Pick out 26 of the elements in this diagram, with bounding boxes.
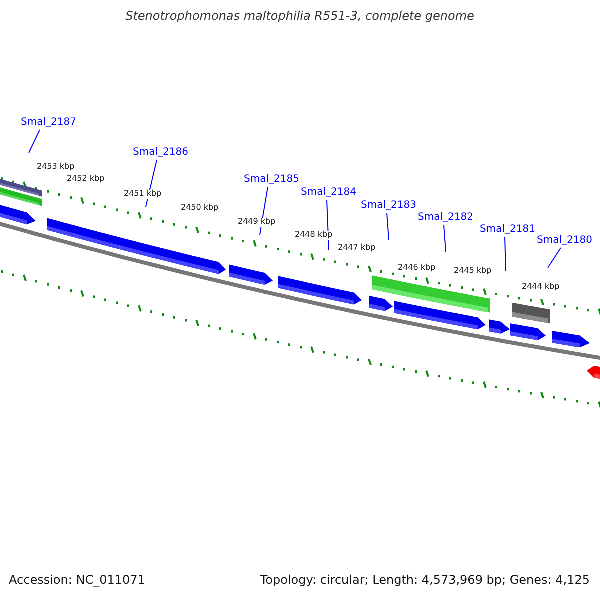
scale-label: 2450 kbp xyxy=(181,204,219,213)
scale-label: 2444 kbp xyxy=(522,283,560,292)
gene-label: Smal_2181 xyxy=(480,224,536,235)
genome-info-text: Topology: circular; Length: 4,573,969 bp; Genes: 4,125 xyxy=(260,574,590,588)
leader-line xyxy=(504,236,506,272)
gene-label: Smal_2180 xyxy=(537,235,592,246)
scale-label: 2449 kbp xyxy=(238,218,276,227)
gene-label: Smal_2184 xyxy=(301,187,356,198)
gene-label: Smal_2182 xyxy=(418,212,474,223)
gene-label: Smal_2183 xyxy=(361,200,416,211)
scale-label: 2453 kbp xyxy=(37,163,75,172)
scale-label: 2451 kbp xyxy=(124,190,162,199)
scale-label: 2447 kbp xyxy=(338,244,376,253)
leader-line xyxy=(444,224,446,252)
leader-line xyxy=(548,248,562,268)
scale-label: 2445 kbp xyxy=(454,267,492,276)
leader-line xyxy=(386,212,390,240)
gene-label: Smal_2186 xyxy=(133,147,188,158)
scale-label: 2448 kbp xyxy=(295,231,333,240)
diagram-title: Stenotrophomonas maltophilia R551-3, complete genome xyxy=(124,10,476,24)
accession-text: Accession: NC_011071 xyxy=(9,574,146,588)
gene-label: Smal_2187 xyxy=(21,117,76,128)
leader-line xyxy=(28,130,40,154)
gene-label: Smal_2185 xyxy=(244,174,300,185)
scale-label: 2446 kbp xyxy=(398,264,436,273)
scale-label: 2452 kbp xyxy=(67,175,105,184)
